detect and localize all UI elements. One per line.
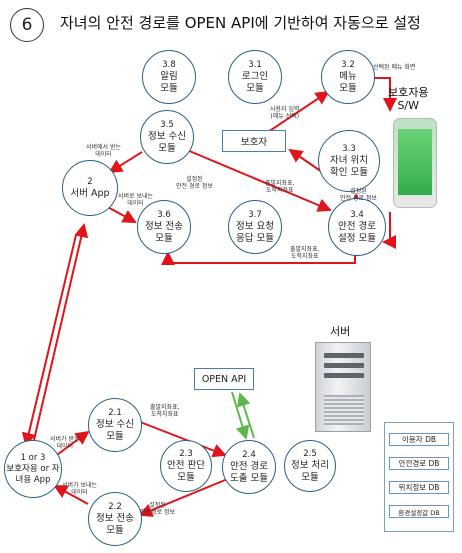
node-label: 정보 전송 모듈 [96, 513, 134, 536]
open-api-box: OPEN API [194, 368, 254, 390]
node-3-4: 3.4 안전 경로 설정 모듈 [328, 198, 386, 256]
node-id: 2.1 [108, 408, 122, 418]
node-label: 안전 판단 모듈 [167, 460, 205, 483]
node-3-1: 3.1 로그인 모듈 [228, 50, 282, 104]
label-set-route-2: 설정된 안전 경로 정보 [340, 188, 377, 202]
node-id: 3.4 [350, 210, 364, 220]
arrow-api-down [231, 391, 250, 440]
node-2-1: 2.1 정보 수신 모듈 [88, 398, 142, 452]
label-selected-menu: 선택된 메뉴 화면 [373, 64, 416, 71]
node-3-6: 3.6 정보 전송 모듈 [137, 200, 191, 254]
label-set-route-info: 설정된 안전 경로 정보 [176, 176, 213, 190]
node-label: 정보 전송 모듈 [145, 221, 183, 244]
node-label: 로그인 모듈 [241, 71, 269, 94]
node-id: 3.3 [342, 144, 356, 154]
node-2-2: 2.2 정보 전송 모듈 [88, 492, 142, 546]
db-item: 이용자 DB [389, 433, 449, 446]
arrow-route-to-send [161, 251, 356, 265]
page-title: 자녀의 안전 경로를 OPEN API에 기반하여 자동으로 설정 [60, 14, 421, 32]
label-user-input: 사용자 입력 (메뉴 선택) [270, 106, 300, 120]
guardian-sw-label: 보호자용 S/W [388, 86, 429, 112]
label-start-dest-2: 출발지좌표, 도착지좌표 [290, 246, 320, 260]
node-label: 서버 App [70, 188, 110, 199]
node-id: 2.4 [242, 450, 256, 460]
database-panel: 이용자 DB 안전경로 DB 위치정보 DB 환경설정값 DB [384, 422, 454, 532]
db-item: 안전경로 DB [389, 457, 449, 470]
phone-reflection [393, 118, 437, 208]
label-server-send: 서버가 보내는 데이터 [62, 482, 98, 496]
guardian-box: 보호자 [222, 130, 286, 152]
db-item: 위치정보 DB [389, 481, 449, 494]
node-label: 정보 수신 모듈 [96, 419, 134, 442]
node-2-server-app: 2 서버 App [62, 160, 118, 216]
node-id: 3.7 [248, 210, 262, 220]
server-icon [315, 342, 371, 432]
arrow-server-to-client [21, 234, 77, 447]
label-start-dest-3: 출발지좌표, 도착지좌표 [150, 404, 180, 418]
label-server-recv: 서버가 받은 데이터 [50, 436, 80, 450]
arrow-api-up [236, 392, 255, 439]
node-label: 안전 경로 도출 모듈 [230, 461, 268, 484]
node-label: 안전 경로 설정 모듈 [338, 221, 376, 244]
node-id: 3.2 [341, 60, 355, 70]
node-label: 정보 수신 모듈 [148, 131, 186, 154]
node-label: 정보 요청 응답 모듈 [236, 221, 274, 244]
node-3-2: 3.2 메뉴 모듈 [321, 50, 375, 104]
node-3-5: 3.5 정보 수신 모듈 [140, 110, 194, 164]
server-label: 서버 [330, 325, 351, 338]
node-client-app: 1 or 3 보호자용 or 자녀용 App [4, 440, 62, 498]
node-2-5: 2.5 정보 처리 모듈 [284, 440, 336, 492]
node-label: 보호자용 or 자녀용 App [6, 464, 60, 485]
arrow-client-to-server [33, 223, 89, 441]
node-2-4: 2.4 안전 경로 도출 모듈 [222, 440, 276, 494]
label-set-route-3: 설정된 안전경로 정보 [140, 502, 176, 516]
node-id: 3.1 [248, 60, 262, 70]
node-id: 2.2 [108, 502, 122, 512]
label-start-dest-1: 출발지좌표, 도착지좌표 [265, 180, 295, 194]
db-item: 환경설정값 DB [389, 505, 449, 518]
smartphone-icon [393, 118, 437, 208]
node-2-3: 2.3 안전 판단 모듈 [160, 440, 212, 492]
node-id: 1 or 3 [20, 453, 46, 463]
node-label: 정보 처리 모듈 [291, 460, 329, 483]
label-send-to-server: 서버로 보내는 데이터 [118, 193, 154, 207]
node-3-8: 3.8 알림 모듈 [142, 50, 196, 104]
node-id: 3.8 [162, 60, 176, 70]
node-label: 자녀 위치 확인 모듈 [330, 155, 368, 178]
node-id: 2.3 [179, 449, 193, 459]
section-number-badge: 6 [10, 8, 44, 42]
node-3-3: 3.3 자녀 위치 확인 모듈 [318, 130, 380, 192]
node-label: 알림 모듈 [160, 71, 178, 94]
node-3-7: 3.7 정보 요청 응답 모듈 [228, 200, 282, 254]
node-id: 2 [87, 177, 93, 187]
node-id: 3.6 [157, 210, 171, 220]
node-id: 3.5 [160, 120, 174, 130]
node-label: 메뉴 모듈 [339, 71, 357, 94]
label-recv-from-server: 서버에서 받는 데이터 [86, 144, 122, 158]
node-id: 2.5 [303, 449, 317, 459]
